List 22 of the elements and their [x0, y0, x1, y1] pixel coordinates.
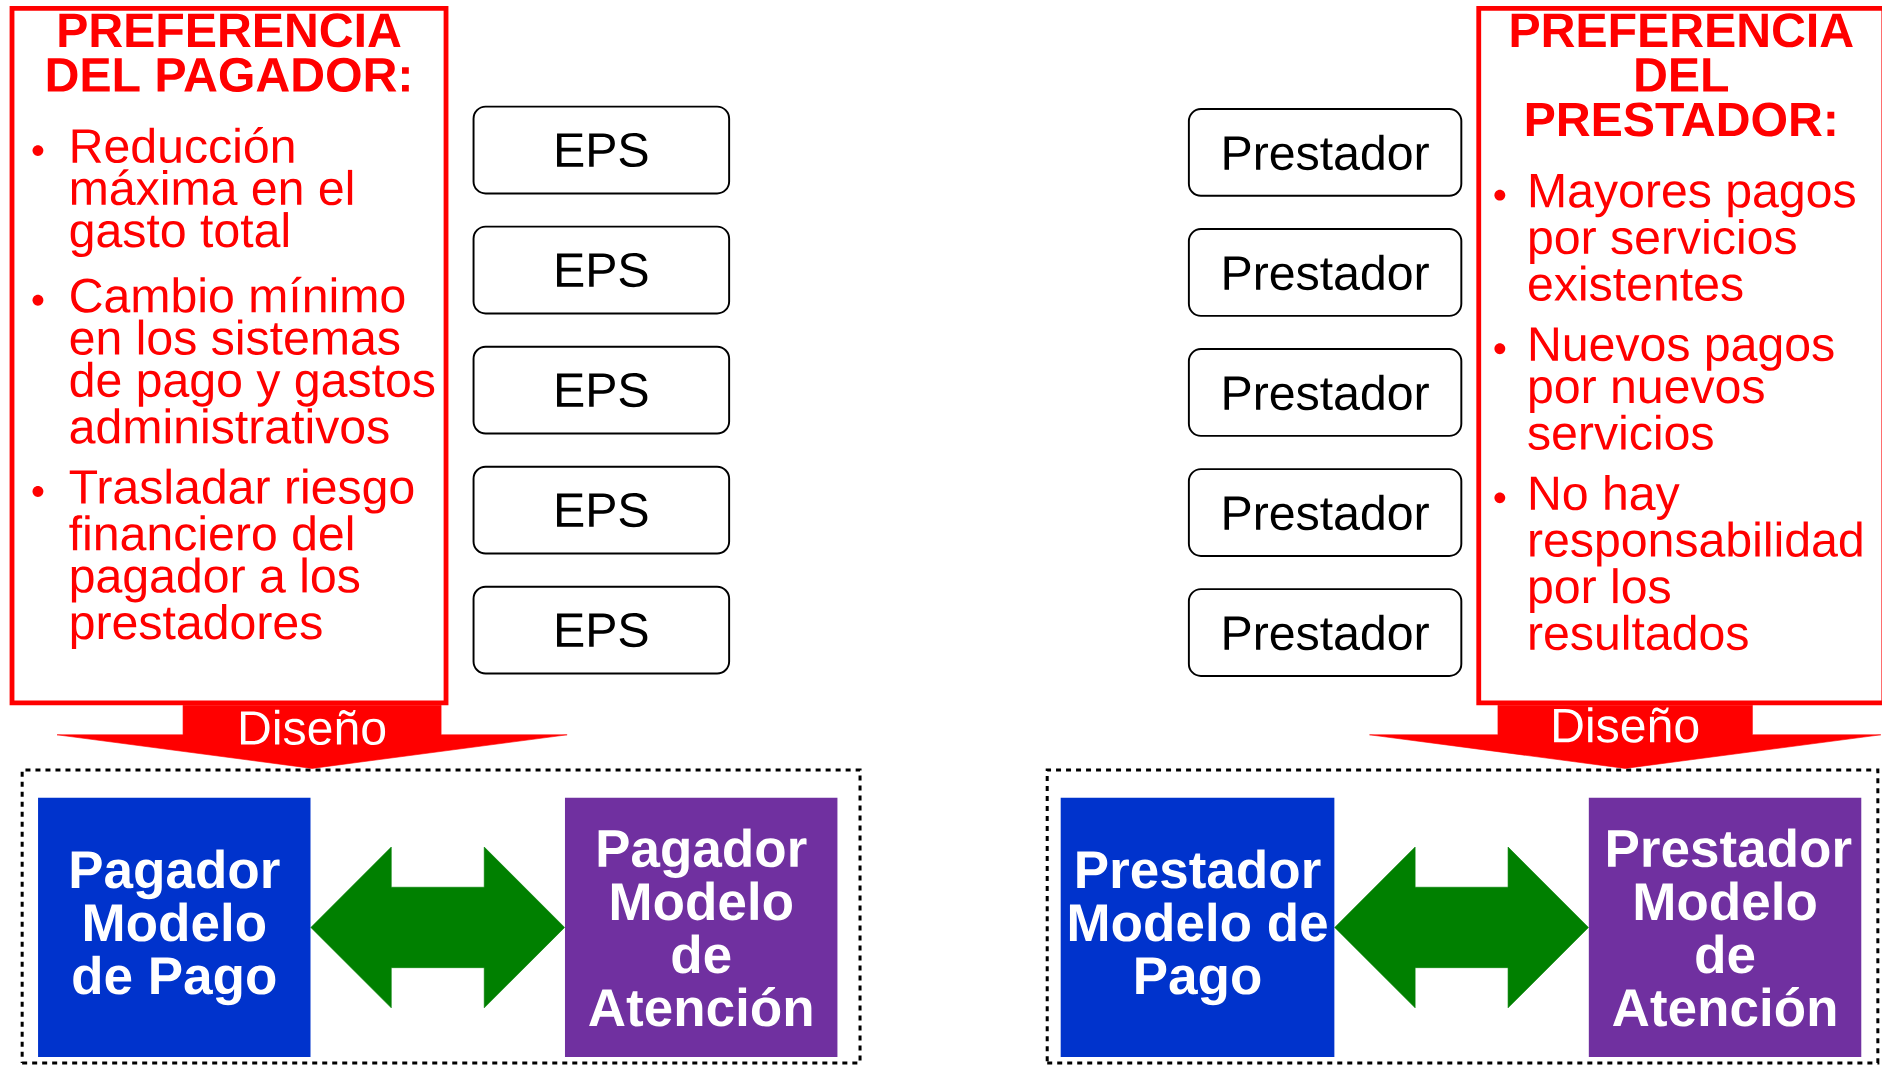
dashed-container — [20, 768, 862, 1065]
care-model-box: Prestador Modelo de Atención — [1588, 798, 1862, 1058]
double-arrow — [310, 846, 565, 1009]
edge-label: Diseño — [1548, 706, 1702, 745]
entity-box: Prestador — [1187, 108, 1463, 197]
entity-box: Prestador — [1187, 228, 1463, 317]
payment-model-box: Prestador Modelo de Pago — [1060, 798, 1335, 1058]
care-model-box: Pagador Modelo de Atención — [564, 798, 838, 1058]
double-arrow — [1334, 846, 1589, 1009]
entity-box: EPS — [472, 465, 731, 555]
preference-box: PREFERENCIA DEL PAGADOR: Reducción máxima en el gasto total Cambio mínimo en los sistemas de pago y gastos administrativos Trasladar riesgo financiero del pagador a los prestadores — [9, 6, 449, 706]
entity-box: Prestador — [1187, 468, 1463, 558]
entity-box: EPS — [472, 345, 731, 435]
dashed-container — [1045, 768, 1880, 1065]
entity-box: Prestador — [1187, 588, 1463, 678]
entity-box: EPS — [472, 105, 731, 195]
entity-box: EPS — [472, 225, 731, 315]
payment-model-box: Pagador Modelo de Pago — [38, 798, 311, 1058]
entity-box: EPS — [472, 585, 731, 675]
preference-box: PREFERENCIA DEL PRESTADOR: Mayores pagos por servicios existentes Nuevos pagos por nuevos servicios No hay responsabilidad por los resultados — [1476, 6, 1882, 706]
edge-label: Diseño — [235, 708, 389, 747]
entity-box: Prestador — [1187, 348, 1463, 438]
